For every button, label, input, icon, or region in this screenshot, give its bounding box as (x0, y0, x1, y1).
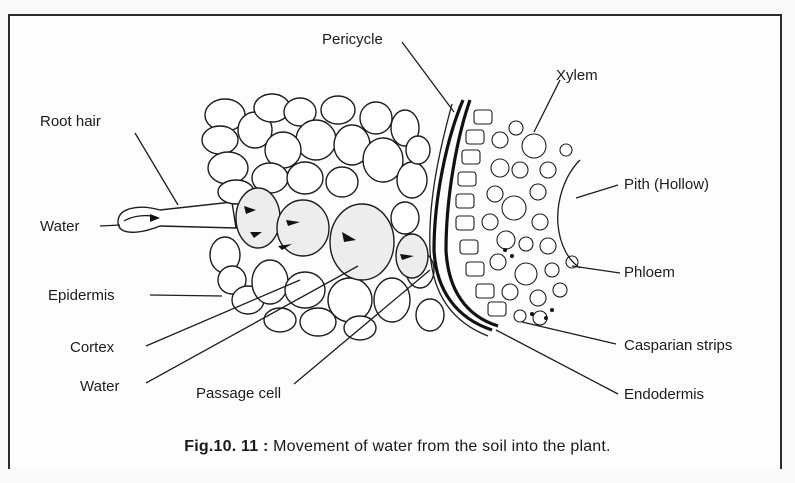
label-water-bottom: Water (80, 378, 119, 395)
label-water-left: Water (40, 218, 79, 235)
label-epidermis: Epidermis (48, 287, 115, 304)
pith-hollow (558, 160, 580, 268)
label-pith: Pith (Hollow) (624, 176, 709, 193)
label-casparian-strips: Casparian strips (624, 337, 732, 354)
label-phloem: Phloem (624, 264, 675, 281)
label-endodermis: Endodermis (624, 386, 704, 403)
stele-cells (456, 110, 578, 325)
label-root-hair: Root hair (40, 113, 101, 130)
label-passage-cell: Passage cell (196, 385, 281, 402)
caption-text: Movement of water from the soil into the… (269, 438, 611, 455)
root-hair (118, 202, 236, 232)
label-pericycle: Pericycle (322, 31, 383, 48)
figure-caption: Fig.10. 11 : Movement of water from the … (0, 438, 795, 456)
label-cortex: Cortex (70, 339, 115, 356)
label-xylem: Xylem (556, 67, 598, 84)
figure-number: Fig.10. 11 : (184, 438, 268, 455)
